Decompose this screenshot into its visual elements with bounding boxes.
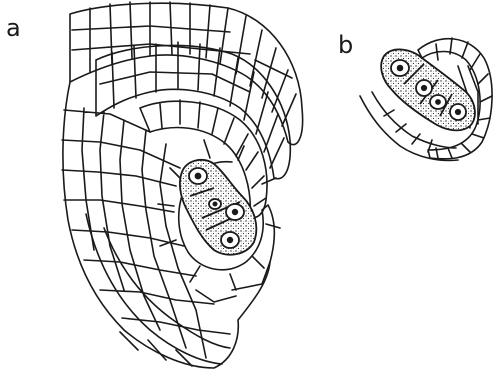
- cell-walls-outer: [72, 2, 296, 126]
- inner-integument: [96, 45, 290, 178]
- embryo-sac-b: [381, 49, 475, 130]
- panel-label-a: a: [6, 16, 21, 40]
- panel-label-b: b: [338, 33, 353, 57]
